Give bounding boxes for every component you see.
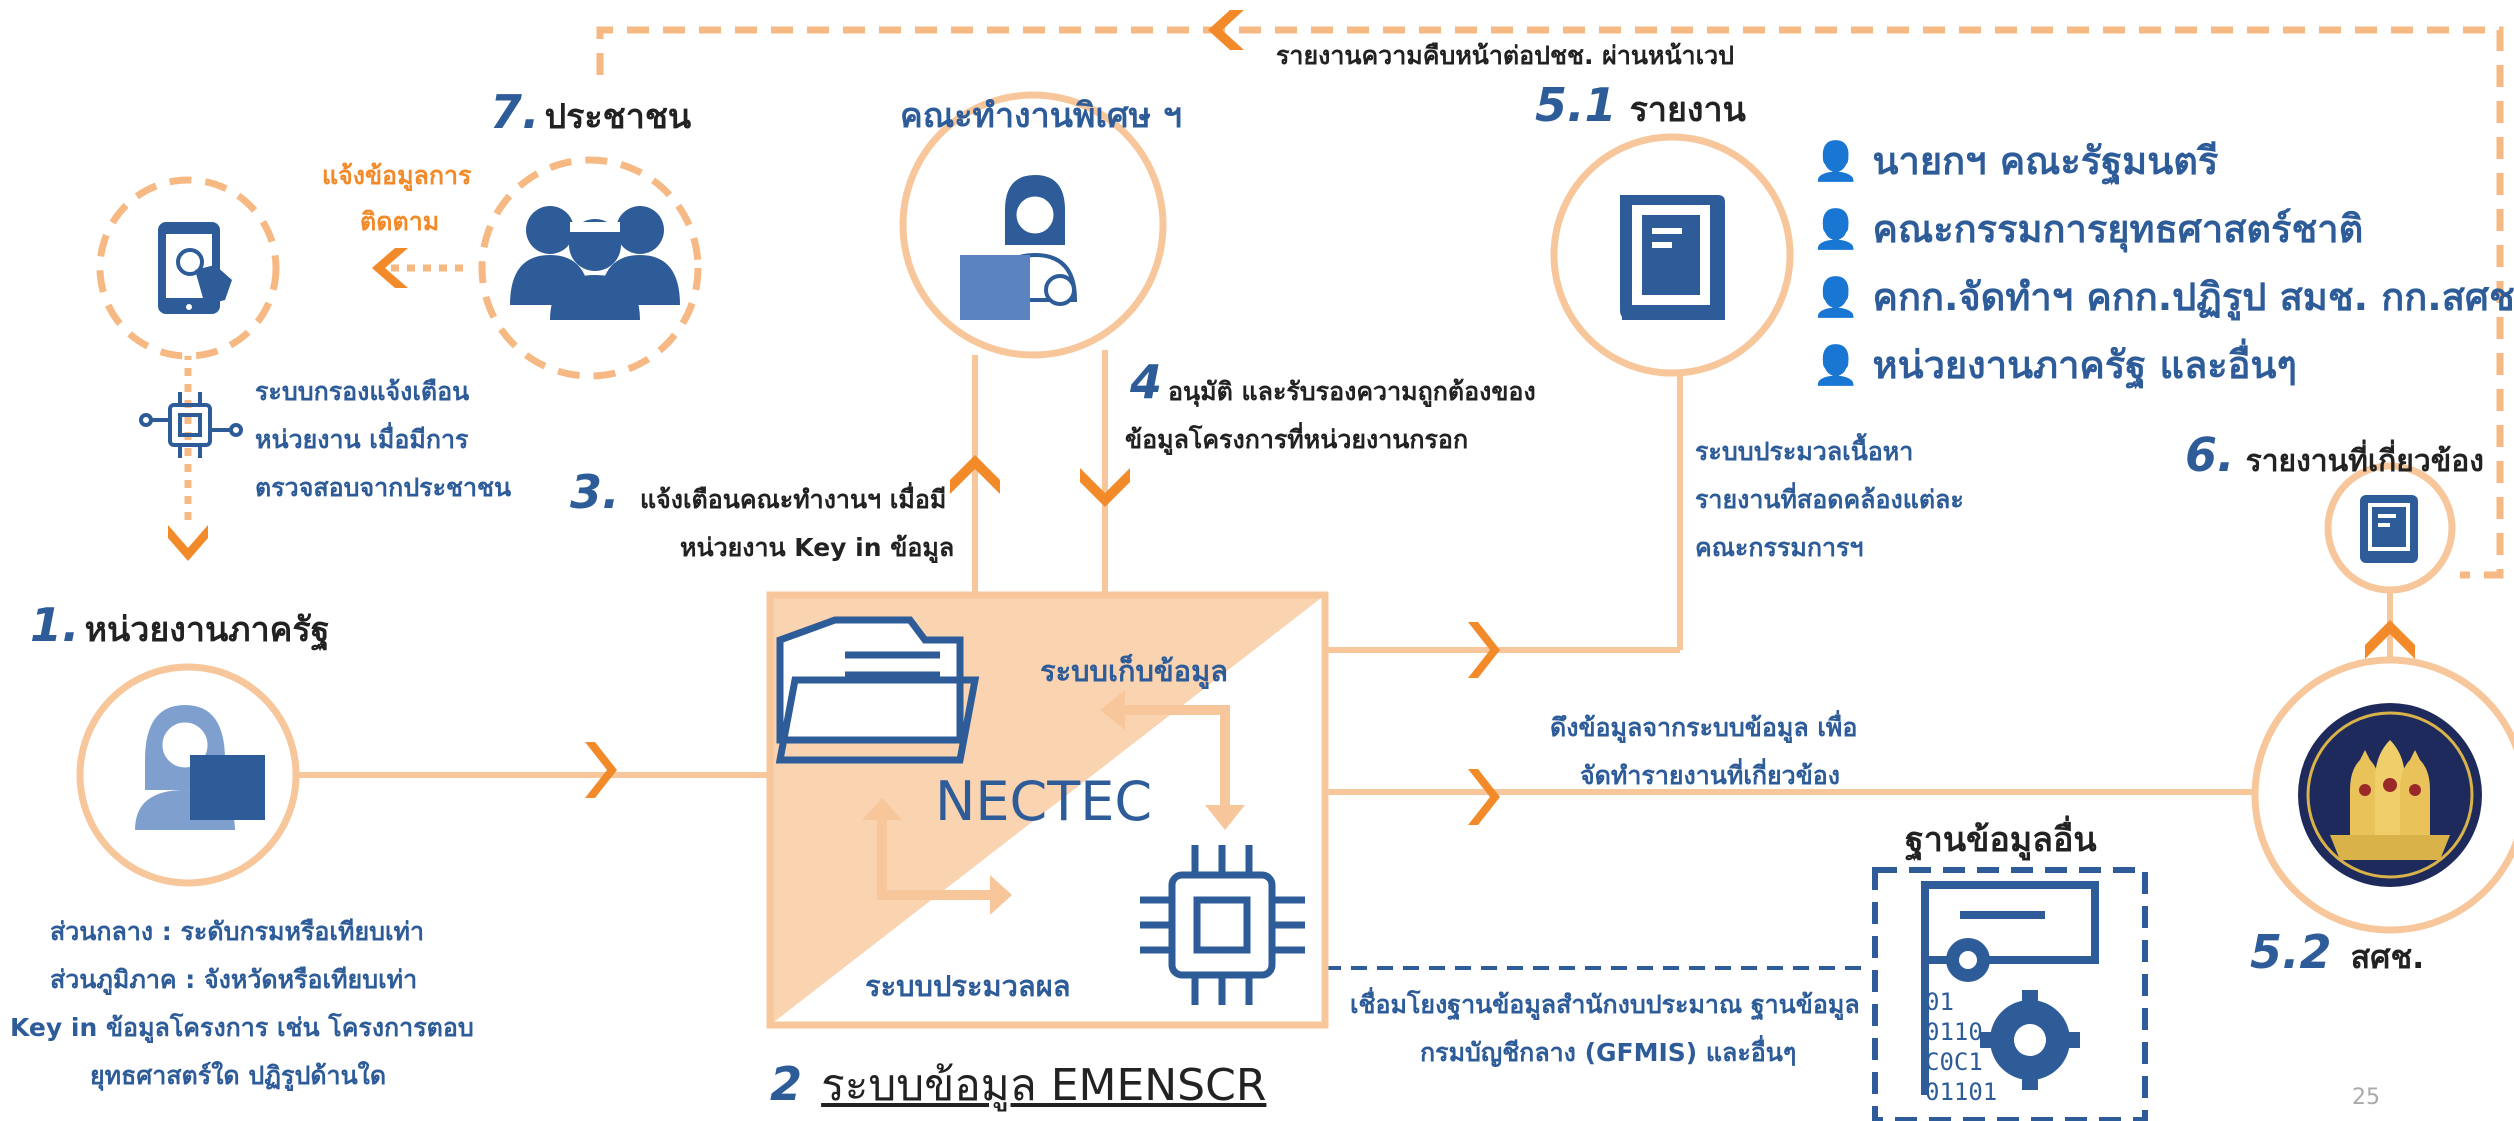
step6-title: 6. รายงานที่เกี่ยวข้อง (2185, 428, 2484, 485)
step2-label: ระบบข้อมูล EMENSCR (821, 1060, 1267, 1111)
feedback-arrow (1208, 10, 1244, 50)
recipient-3-label: คกก.จัดทำฯ คกก.ปฏิรูป สมช. กก.สศช. (1872, 275, 2514, 319)
up-arrow-team (950, 455, 1000, 494)
other-db-title: ฐานข้อมูลอื่น (1905, 820, 2097, 860)
agency-icon (135, 705, 265, 830)
processing-desc-line2: รายงานที่สอดคล้องแต่ละ (1695, 485, 1964, 514)
processing-desc-line1: ระบบประมวลเนื้อหา (1695, 437, 1914, 466)
step4-title: 4 (1130, 355, 1162, 409)
notify-follow-line2: ติดตาม (360, 207, 440, 236)
system-box (766, 591, 1329, 1029)
pull-data-line1: ดึงข้อมูลจากระบบข้อมูล เพื่อ (1550, 713, 1858, 742)
storage-label: ระบบเก็บข้อมูล (1040, 654, 1228, 688)
binary-line1: 01 (1925, 988, 1954, 1016)
chip-icon (1140, 845, 1305, 1005)
step52-number: 5.2 (2250, 925, 2332, 979)
filter-chip-icon (139, 392, 243, 458)
step51-number: 5.1 (1535, 78, 1617, 132)
agency-desc-line4: ยุทธศาสตร์ใด ปฏิรูปด้านใด (90, 1061, 387, 1090)
arrow-pull-data (1468, 769, 1500, 825)
recipient-4: 👤 หน่วยงานภาครัฐ และอื่นๆ (1812, 343, 2297, 387)
feedback-loop-line (596, 26, 2504, 579)
step2-number: 2 (770, 1057, 803, 1111)
processing-desc-line3: คณะกรรมการฯ (1695, 533, 1864, 562)
processing-label: ระบบประมวลผล (865, 969, 1071, 1003)
step7-title: 7. ประชาชน (490, 85, 691, 143)
step4-line2: ข้อมูลโครงการที่หน่วยงานกรอก (1125, 425, 1469, 454)
step4-number: 4 (1130, 355, 1163, 409)
recipient-2: 👤 คณะกรรมการยุทธศาสตร์ชาติ (1812, 207, 2364, 251)
binary-line3: C0C1 (1925, 1048, 1983, 1076)
down-arrow-agency (168, 525, 208, 561)
filter-alert-line2: หน่วยงาน เมื่อมีการ (255, 425, 469, 454)
step7-label: ประชาชน (544, 97, 692, 137)
step6-number: 6. (2185, 428, 2235, 482)
down-arrow-approve (1080, 468, 1130, 507)
step51-label: รายงาน (1629, 90, 1746, 130)
special-team-icon (960, 175, 1078, 320)
step4-line1: อนุมัติ และรับรองความถูกต้องของ (1168, 377, 1536, 406)
step52-title: 5.2 สศช. (2250, 925, 2424, 983)
agency-desc-line3: Key in ข้อมูลโครงการ เช่น โครงการตอบ (10, 1013, 474, 1042)
related-report-icon (2360, 495, 2418, 563)
other-db-box (1872, 867, 2148, 1121)
step1-label: หน่วยงานภาครัฐ (84, 610, 330, 650)
link-desc-line2: กรมบัญชีกลาง (GFMIS) และอื่นๆ (1420, 1038, 1797, 1067)
page-number: 25 (2352, 1085, 2380, 1110)
step1-number: 1. (30, 598, 80, 652)
step3-title: 3. (570, 465, 619, 519)
step3-line2: หน่วยงาน Key in ข้อมูล (680, 533, 955, 562)
report-book-icon (1620, 195, 1725, 320)
nesdb-seal-image (2298, 703, 2482, 887)
special-team-title: คณะทำงานพิเศษ ฯ (900, 96, 1182, 136)
filter-alert-line1: ระบบกรองแจ้งเตือน (255, 377, 470, 406)
tablet-icon (158, 222, 232, 314)
step7-number: 7. (490, 85, 540, 139)
filter-alert-line3: ตรวจสอบจากประชาชน (255, 473, 512, 502)
step3-number: 3. (570, 465, 620, 519)
notify-follow-line1: แจ้งข้อมูลการ (322, 161, 472, 190)
recipient-2-label: คณะกรรมการยุทธศาสตร์ชาติ (1872, 207, 2364, 251)
binary-line2: 0110 (1925, 1018, 1983, 1046)
link-desc-line1: เชื่อมโยงฐานข้อมูลสำนักงบประมาณ ฐานข้อมู… (1350, 990, 1860, 1019)
step6-label: รายงานที่เกี่ยวข้อง (2245, 444, 2484, 479)
step51-title: 5.1 รายงาน (1535, 78, 1746, 136)
step52-label: สศช. (2350, 938, 2425, 976)
recipient-3: 👤 คกก.จัดทำฯ คกก.ปฏิรูป สมช. กก.สศช. (1812, 266, 2514, 327)
database-doc-icon (1921, 881, 2099, 1095)
up-arrow-related (2365, 620, 2415, 659)
recipient-1: 👤 นายกฯ คณะรัฐมนตรี (1812, 139, 2219, 183)
step2-title: 2 ระบบข้อมูล EMENSCR (770, 1050, 1266, 1120)
agency-desc-line1: ส่วนกลาง : ระดับกรมหรือเทียบเท่า (50, 917, 425, 946)
arrow-agency-to-system (585, 742, 617, 798)
step3-line1: แจ้งเตือนคณะทำงานฯ เมื่อมี (640, 485, 947, 514)
left-arrow-citizen (372, 248, 408, 288)
recipient-1-label: นายกฯ คณะรัฐมนตรี (1872, 139, 2219, 183)
step1-title: 1. หน่วยงานภาครัฐ (30, 598, 329, 656)
citizens-icon (510, 206, 680, 320)
folder-icon (775, 616, 980, 764)
binary-line4: 01101 (1925, 1078, 1998, 1106)
nectec-label: NECTEC (935, 770, 1153, 833)
gears-icon (1946, 938, 2080, 1090)
feedback-banner: รายงานความคืบหน้าต่อปชช. ผ่านหน้าเวป (1276, 41, 1735, 70)
pull-data-line2: จัดทำรายงานที่เกี่ยวข้อง (1580, 761, 1841, 790)
recipient-4-label: หน่วยงานภาครัฐ และอื่นๆ (1872, 343, 2297, 387)
agency-desc-line2: ส่วนภูมิภาค : จังหวัดหรือเทียบเท่า (50, 965, 418, 994)
